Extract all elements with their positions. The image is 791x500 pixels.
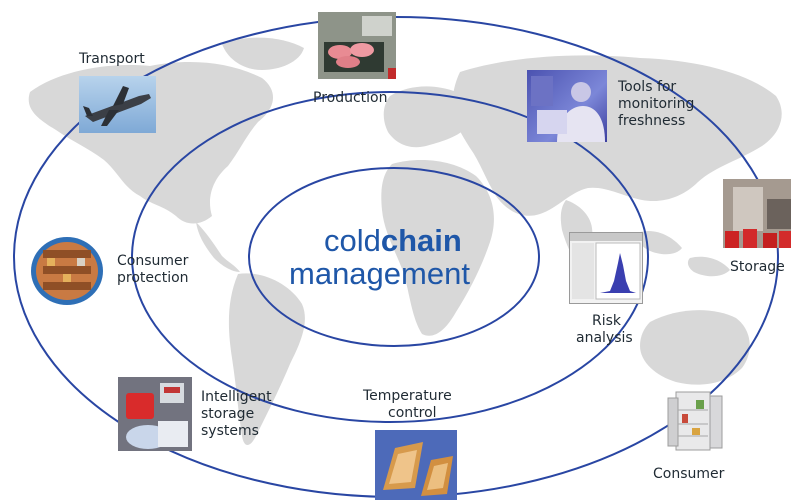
title-chain: chain [380,223,462,258]
label-risk-line2: analysis [576,330,633,346]
label-temperature-line2: control [388,405,437,421]
inner-ellipse [248,167,540,347]
label-transport: Transport [79,51,145,67]
packaging-photo-icon [375,430,457,500]
label-storage: Storage [730,259,785,275]
lab-worker-photo-icon [527,70,607,142]
meat-tray-photo-icon [318,12,396,79]
ellipse-rings [13,16,779,498]
label-production: Production [313,90,388,106]
title-line-1: coldchain [324,224,462,258]
label-intelligent-line3: systems [201,423,259,439]
label-consumer-protection-line1: Consumer [117,253,189,269]
cold-storage-photo-icon [723,179,791,248]
fridge-photo-icon [666,388,724,452]
middle-ellipse [131,91,649,423]
title-cold: cold [324,223,381,258]
histogram-screenshot-icon [569,232,643,304]
label-consumer: Consumer [653,466,725,482]
title-line-2: management [289,256,470,291]
sensor-tags-photo-icon [118,377,192,451]
label-risk-line1: Risk [592,313,622,329]
label-temperature-line1: Temperature [363,388,452,404]
label-consumer-protection-line2: protection [117,270,189,286]
label-intelligent-line2: storage [201,406,255,422]
label-tools-line2: monitoring [618,96,695,112]
label-tools-line1: Tools for [618,79,677,95]
airplane-photo-icon [79,76,156,133]
label-tools-line3: freshness [618,113,686,129]
label-intelligent-line1: Intelligent [201,389,272,405]
globe-shelf-photo-icon [29,236,107,306]
